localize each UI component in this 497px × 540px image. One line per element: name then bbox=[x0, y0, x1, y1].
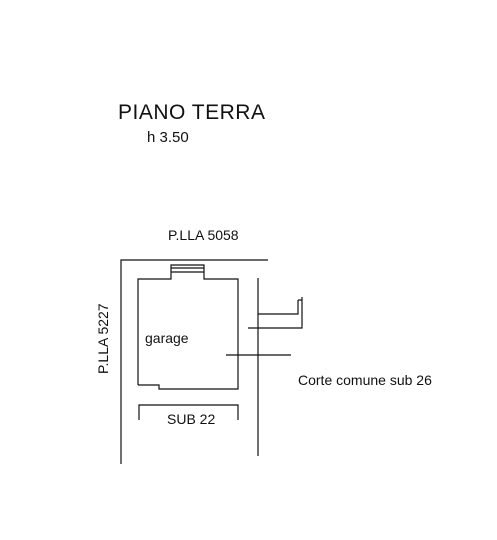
sub-label: SUB 22 bbox=[167, 411, 216, 427]
height-label: h 3.50 bbox=[147, 129, 189, 146]
right-wall bbox=[257, 278, 299, 315]
neighbor-north-label: P.LLA 5058 bbox=[168, 227, 239, 243]
garage-wall bbox=[137, 264, 239, 385]
neighbor-west-label: P.LLA 5227 bbox=[95, 303, 111, 374]
right-wall bbox=[248, 297, 303, 329]
outer-boundary bbox=[120, 259, 268, 464]
sub-bracket bbox=[138, 404, 239, 420]
plan-lines bbox=[120, 259, 303, 464]
garage-bottom-wall bbox=[138, 370, 239, 390]
plan-title: PIANO TERRA bbox=[118, 101, 266, 124]
court-label: Corte comune sub 26 bbox=[298, 372, 432, 388]
room-garage-label: garage bbox=[145, 330, 189, 346]
